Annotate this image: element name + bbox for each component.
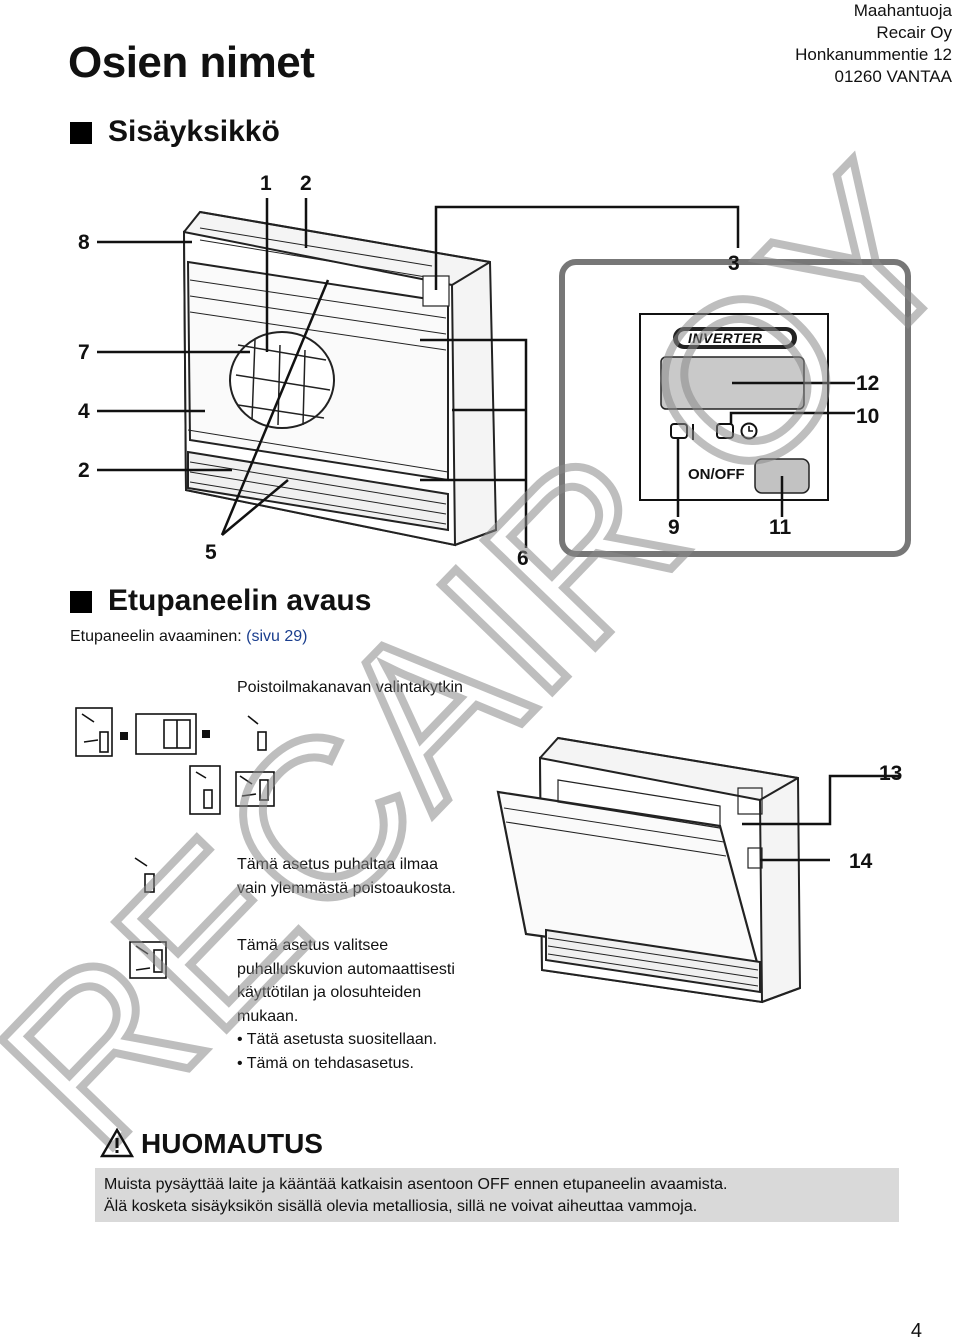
open-panel-diagram: [496, 736, 900, 1004]
section-title-indoor: Sisäyksikkö: [108, 115, 280, 148]
address-line: 01260 VANTAA: [834, 67, 953, 86]
address-line: Honkanummentie 12: [795, 45, 952, 64]
notice-title: HUOMAUTUS: [141, 1128, 323, 1159]
callout-2: 2: [300, 172, 312, 195]
page-reference-link[interactable]: (sivu 29): [246, 628, 308, 645]
callout-5: 5: [205, 541, 217, 564]
callout-14: 14: [849, 850, 873, 873]
subtitle-text: Etupaneelin avaaminen:: [70, 628, 242, 645]
importer-address: Maahantuoja Recair Oy Honkanummentie 12 …: [795, 0, 952, 88]
address-line: Maahantuoja: [853, 1, 952, 20]
upper-outlet-icon: [134, 857, 155, 893]
indoor-unit-diagram: [97, 198, 911, 557]
section-bullet-icon: [70, 122, 92, 149]
callout-13: 13: [879, 762, 903, 785]
callout-7: 7: [78, 341, 90, 364]
callout-11: 11: [769, 516, 792, 539]
onoff-label: ON/OFF: [688, 466, 745, 483]
setting-auto-description: Tämä asetus valitsee puhalluskuvion auto…: [237, 937, 455, 1072]
callout-6: 6: [517, 547, 529, 570]
page-title: Osien nimet: [68, 38, 315, 87]
callout-1: 1: [260, 172, 272, 195]
section-subtitle: Etupaneelin avaaminen: (sivu 29): [70, 628, 308, 646]
page-number: 4: [910, 1320, 922, 1342]
callout-4: 4: [78, 400, 90, 423]
callout-10: 10: [856, 405, 880, 428]
switch-label: Poistoilmakanavan valintakytkin: [237, 679, 463, 696]
auto-outlet-icon: [129, 941, 167, 979]
address-line: Recair Oy: [876, 23, 952, 42]
callout-8: 8: [78, 231, 90, 254]
notice-box: [95, 1168, 899, 1222]
warning-icon: [100, 1128, 134, 1158]
notice-text: Muista pysäyttää laite ja kääntää katkai…: [104, 1176, 728, 1215]
selector-switch-diagram: [75, 707, 275, 815]
callout-9: 9: [668, 516, 680, 539]
callout-2-lower: 2: [78, 459, 90, 482]
inverter-badge: INVERTER: [688, 330, 763, 346]
setting-upper-description: Tämä asetus puhaltaa ilmaa vain ylemmäst…: [237, 856, 456, 897]
section-bullet-icon: [70, 591, 92, 618]
callout-3: 3: [728, 252, 740, 275]
callout-12: 12: [856, 372, 880, 395]
section-title-front: Etupaneelin avaus: [108, 584, 372, 617]
